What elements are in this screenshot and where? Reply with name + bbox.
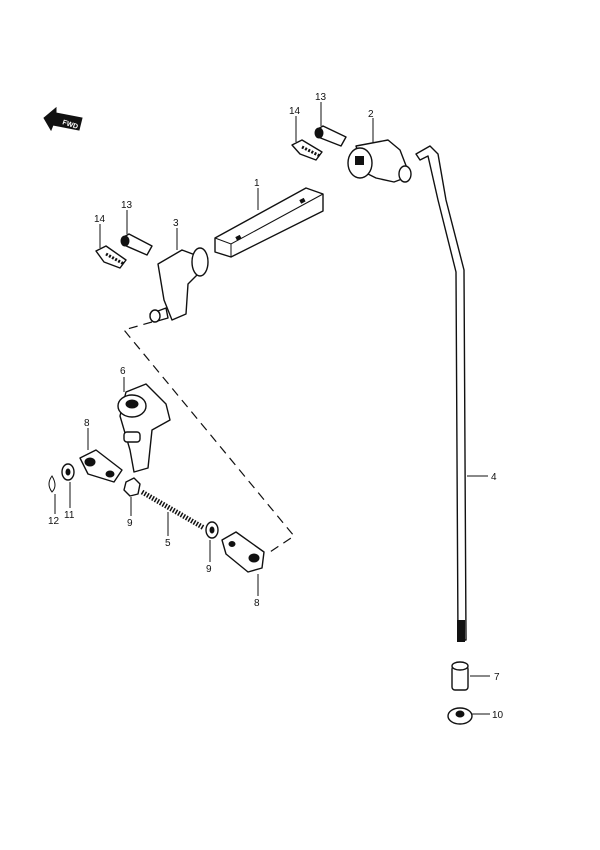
part-8-link-lower	[221, 531, 265, 596]
callout-10: 10	[492, 710, 504, 721]
callout-14-lower: 14	[94, 214, 106, 225]
callout-13-lower: 13	[121, 200, 133, 211]
part-11-washer	[61, 463, 75, 508]
part-13-bolt-upper	[314, 102, 347, 147]
part-9-nut-lower	[205, 521, 219, 562]
part-5-threaded-rod	[140, 489, 206, 536]
callout-8-lower: 8	[254, 598, 260, 609]
part-4-rod	[415, 145, 488, 642]
part-6-bracket	[117, 377, 171, 473]
part-3-lever	[149, 228, 209, 323]
forward-arrow-icon	[43, 106, 83, 132]
callout-4: 4	[491, 472, 497, 483]
callout-11: 11	[64, 510, 75, 521]
callout-6: 6	[120, 366, 126, 377]
fwd-label: FWD	[61, 119, 78, 131]
part-1-shaft	[214, 187, 324, 258]
part-2-lever	[347, 118, 412, 183]
callout-2: 2	[368, 109, 374, 120]
part-14-bolt-lower	[95, 224, 127, 269]
callout-13-upper: 13	[315, 92, 327, 103]
part-7-sleeve	[451, 661, 490, 691]
callout-5: 5	[165, 538, 171, 549]
part-12-clip	[48, 475, 56, 514]
part-8-link-upper	[79, 428, 123, 483]
callout-9-upper: 9	[127, 518, 133, 529]
fwd-direction-marker: FWD	[43, 106, 83, 132]
callout-1: 1	[254, 178, 260, 189]
callout-14-upper: 14	[289, 106, 301, 117]
part-9-nut-upper	[123, 477, 141, 516]
part-13-bolt-lower	[120, 210, 153, 256]
part-10-nut	[447, 707, 490, 725]
callout-9-lower: 9	[206, 564, 212, 575]
part-14-bolt-upper	[291, 116, 323, 161]
callout-3: 3	[173, 218, 179, 229]
callout-8-upper: 8	[84, 418, 90, 429]
callout-12: 12	[48, 516, 60, 527]
callout-7: 7	[494, 672, 500, 683]
